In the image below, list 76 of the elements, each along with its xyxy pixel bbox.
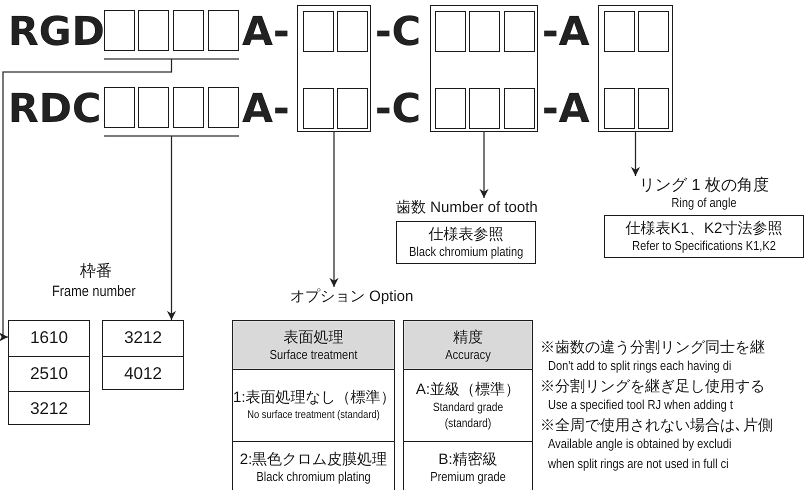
table-cell: 3212 — [9, 391, 89, 426]
frame-table — [8, 320, 90, 425]
code-digit-box — [469, 88, 500, 129]
cell-text: 精度 — [452, 328, 484, 346]
code-digit-box — [138, 10, 169, 51]
code-digit-box — [604, 88, 635, 129]
group-outline — [598, 5, 673, 132]
cell-text: B:精密級 — [437, 450, 499, 469]
cell-text: Accuracy — [444, 346, 492, 362]
code-digit-box — [104, 10, 135, 51]
leader-arrow — [0, 58, 240, 342]
code-digit-box — [435, 88, 466, 129]
section-heading: オプション Option — [290, 287, 410, 306]
code-digit-box — [435, 11, 466, 52]
model-code-text: RDC — [8, 89, 102, 129]
option-table — [232, 320, 395, 490]
code-digit-box — [337, 88, 368, 129]
table-cell: 4012 — [103, 356, 183, 391]
cell-text: Surface treatment — [268, 346, 358, 362]
cell-text: Standard grade (standard) — [432, 399, 504, 431]
note-text: ※歯数の違う分割リング同士を継 — [540, 338, 765, 357]
leader-arrow — [103, 135, 240, 321]
model-code-text: A- — [242, 89, 290, 129]
code-digit-box — [208, 87, 239, 128]
code-digit-box — [104, 87, 135, 128]
spec-text: Refer to Specifications K1,K2 — [631, 238, 777, 254]
model-code-text: -C — [375, 89, 421, 129]
code-digit-box — [604, 11, 635, 52]
code-digit-box — [173, 10, 204, 51]
note-text: Available angle is obtained by excludi — [548, 436, 732, 452]
spec-text: 仕様表K1、K2寸法参照 — [624, 219, 784, 238]
code-digit-box — [638, 88, 669, 129]
heading-text: 歯数 Number of tooth — [396, 198, 536, 217]
cell-text: Premium grade — [429, 469, 507, 485]
code-digit-box — [469, 11, 500, 52]
cell-text: 表面処理 — [282, 328, 344, 346]
note-text: Use a specified tool RJ when adding t — [548, 397, 733, 413]
model-code-text: -A — [542, 89, 590, 129]
code-digit-box — [173, 87, 204, 128]
table-cell-text: 3212 — [123, 327, 163, 349]
note-text: Don't add to split rings each having di — [548, 358, 732, 374]
table-cell: 2510 — [9, 356, 89, 391]
note-text: ※全周で使用されない場合は､片側 — [540, 416, 773, 435]
heading-text: リング 1 枚の角度 — [638, 176, 770, 195]
cell-text: No surface treatment (standard) — [246, 408, 381, 423]
code-digit-box — [504, 11, 535, 52]
cell-text: A:並級（標準） — [414, 380, 522, 399]
option-table — [403, 320, 533, 490]
group-outline — [297, 5, 371, 132]
cell-text: 1:表面処理なし（標準） — [233, 388, 394, 407]
heading-text: 枠番 — [80, 262, 112, 281]
code-digit-box — [138, 87, 169, 128]
code-digit-box — [638, 11, 669, 52]
code-digit-box — [504, 88, 535, 129]
code-digit-box — [337, 11, 368, 52]
group-outline — [430, 5, 538, 132]
model-code-text: -A — [542, 12, 590, 52]
note-text: when split rings are not used in full ci — [548, 456, 729, 472]
code-digit-box — [303, 88, 334, 129]
model-code-text: A- — [242, 12, 290, 52]
table-cell-text: 1610 — [29, 327, 69, 349]
note-text: ※分割リングを継ぎ足し使用する — [540, 377, 765, 396]
leader-arrow — [329, 132, 339, 287]
leader-arrow — [630, 132, 640, 176]
model-code-text: -C — [375, 12, 421, 52]
cell-text: Black chromium plating — [255, 469, 372, 485]
code-digit-box — [208, 10, 239, 51]
cell-text: 2:黒色クロム皮膜処理 — [238, 450, 388, 469]
leader-arrow — [479, 132, 489, 198]
frame-table — [102, 320, 184, 390]
heading-text: Frame number — [52, 284, 136, 300]
model-code-text: RGD — [8, 12, 105, 52]
spec-text: 仕様表参照 — [428, 225, 504, 244]
code-digit-box — [303, 11, 334, 52]
spec-text: Black chromium plating — [409, 244, 523, 260]
heading-text: Ring of angle — [670, 195, 738, 211]
